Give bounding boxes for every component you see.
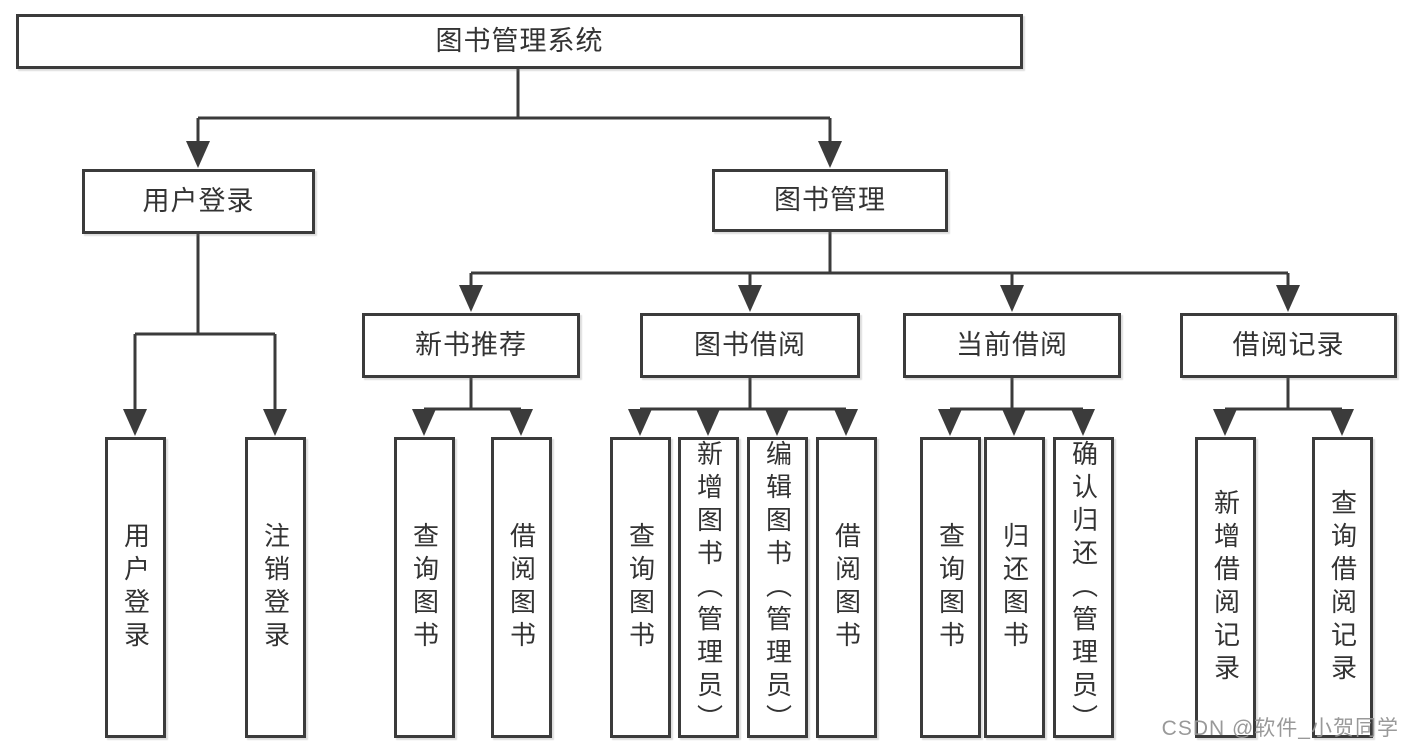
arrowhead [1002, 409, 1026, 436]
leaf-query-books: 查询图书 [920, 437, 981, 738]
arrowhead [738, 285, 762, 312]
connector-new-books-children [412, 378, 533, 436]
connector-user-login-children [123, 234, 287, 436]
arrowhead [509, 409, 533, 436]
arrowhead [938, 409, 962, 436]
leaf-query-books: 查询图书 [394, 437, 455, 738]
connector-book-mgmt-to-level3 [459, 232, 1300, 312]
leaf-confirm-return-admin: 确认归还（管理员） [1053, 437, 1114, 738]
arrowhead [765, 409, 789, 436]
arrowhead [459, 285, 483, 312]
connector-current-borrow-children [938, 378, 1095, 436]
arrowhead [818, 141, 842, 168]
node-new-book-recommend: 新书推荐 [362, 313, 580, 378]
node-book-management: 图书管理 [712, 169, 948, 232]
leaf-logout: 注销登录 [245, 437, 306, 738]
node-current-borrowing: 当前借阅 [903, 313, 1121, 378]
arrowhead [186, 141, 210, 168]
arrowhead [263, 409, 287, 436]
csdn-watermark: CSDN @软件_小贺同学 [1161, 717, 1399, 740]
arrowhead [1213, 409, 1237, 436]
connector-root-to-level2 [186, 69, 842, 168]
connector-borrow-records-children [1213, 378, 1354, 436]
leaf-add-borrow-record: 新增借阅记录 [1195, 437, 1256, 738]
node-user-login: 用户登录 [82, 169, 315, 234]
node-root: 图书管理系统 [16, 14, 1023, 69]
leaf-query-borrow-record: 查询借阅记录 [1312, 437, 1373, 738]
leaf-borrow-books: 借阅图书 [816, 437, 877, 738]
leaf-query-books: 查询图书 [610, 437, 671, 738]
node-book-borrowing: 图书借阅 [640, 313, 860, 378]
connector-book-borrow-children [628, 378, 858, 436]
arrowhead [412, 409, 436, 436]
arrowhead [696, 409, 720, 436]
leaf-return-books: 归还图书 [984, 437, 1045, 738]
arrowhead [1071, 409, 1095, 436]
arrowhead [1330, 409, 1354, 436]
node-borrowing-records: 借阅记录 [1180, 313, 1397, 378]
leaf-add-books-admin: 新增图书（管理员） [678, 437, 739, 738]
arrowhead [834, 409, 858, 436]
leaf-edit-books-admin: 编辑图书（管理员） [747, 437, 808, 738]
leaf-borrow-books: 借阅图书 [491, 437, 552, 738]
leaf-user-login: 用户登录 [105, 437, 166, 738]
arrowhead [628, 409, 652, 436]
arrowhead [1000, 285, 1024, 312]
arrowhead [123, 409, 147, 436]
arrowhead [1276, 285, 1300, 312]
